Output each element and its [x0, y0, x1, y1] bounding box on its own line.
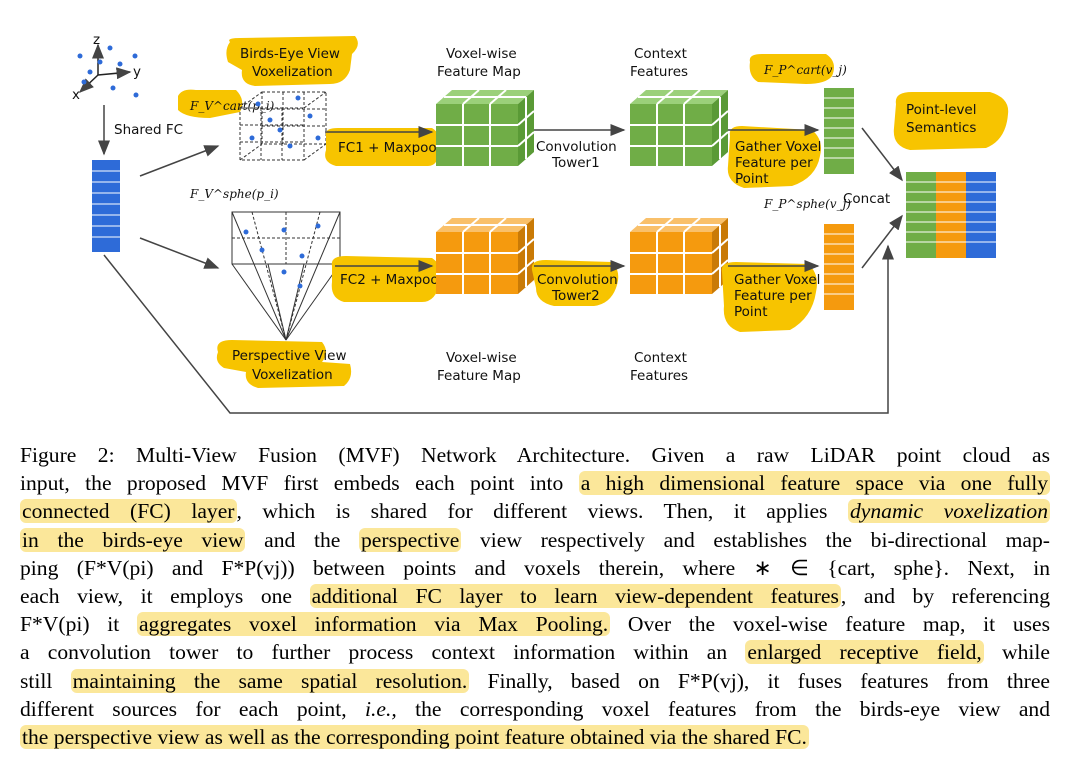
context-bottom-line2: Features	[630, 368, 688, 384]
caption-line-10: different sources for each point, i.e., …	[20, 696, 1050, 721]
shared-fc-label: Shared FC	[114, 122, 183, 138]
birds-eye-voxel-grid	[239, 91, 327, 161]
fv-cart-label: F_V^cart(p_i)	[189, 99, 275, 113]
fc2-label: FC2 + Maxpool	[340, 272, 442, 288]
perspective-frustum	[231, 211, 341, 341]
caption-line-5: ping (F*V(pi) and F*P(vj)) between point…	[20, 555, 1050, 580]
axis-y-label: y	[133, 64, 141, 80]
perspective-title-line1: Perspective View	[232, 348, 347, 364]
conv-tower1-line2: Tower1	[551, 155, 600, 171]
concat-label: Concat	[843, 191, 890, 207]
gathered-voxel-feature-bottom	[824, 224, 854, 310]
conv-tower2-line1: Convolution	[537, 272, 618, 288]
voxel-feature-map-top	[436, 89, 535, 166]
caption-line-1: Figure 2: Multi-View Fusion (MVF) Networ…	[20, 443, 1050, 467]
gather-bottom-line1: Gather Voxel	[734, 272, 820, 288]
gathered-voxel-feature-top	[824, 88, 854, 174]
conv-tower1-line1: Convolution	[536, 139, 617, 155]
caption-line-8: a convolution tower to further process c…	[20, 640, 1050, 665]
perspective-title-line2: Voxelization	[252, 367, 333, 383]
context-features-bottom	[630, 217, 729, 294]
context-top-line1: Context	[634, 46, 687, 62]
fv-sphe-label: F_V^sphe(p_i)	[189, 187, 279, 201]
voxel-map-top-line1: Voxel-wise	[446, 46, 517, 62]
context-bottom-line1: Context	[634, 350, 687, 366]
voxel-map-top-line2: Feature Map	[437, 64, 521, 80]
caption-line-6: each view, it employs one additional FC …	[20, 584, 1050, 609]
point-cloud: z y x	[72, 32, 141, 103]
gather-top-line1: Gather Voxel	[735, 139, 821, 155]
birds-eye-title-line1: Birds-Eye View	[240, 46, 340, 62]
voxel-map-bottom-line1: Voxel-wise	[446, 350, 517, 366]
point-embedding-stack	[92, 160, 120, 252]
context-top-line2: Features	[630, 64, 688, 80]
axis-x-label: x	[72, 87, 80, 103]
caption-line-2: input, the proposed MVF first embeds eac…	[20, 471, 1051, 496]
point-level-line2: Semantics	[906, 120, 976, 136]
gather-bottom-line3: Point	[734, 304, 768, 320]
fp-sphe-label: F_P^sphe(v_j)	[763, 197, 851, 211]
gather-bottom-line2: Feature per	[734, 288, 812, 304]
axis-z-label: z	[93, 32, 100, 48]
voxel-map-bottom-line2: Feature Map	[437, 368, 521, 384]
caption-line-9: still maintaining the same spatial resol…	[20, 668, 1051, 693]
conv-tower2-line2: Tower2	[551, 288, 600, 304]
caption-line-7: F*V(pi) it aggregates voxel information …	[20, 612, 1051, 637]
gather-top-line3: Point	[735, 171, 769, 187]
caption-line-3: connected (FC) layer, which is shared fo…	[20, 499, 1050, 524]
gather-top-line2: Feature per	[735, 155, 813, 171]
fused-point-features	[906, 172, 996, 258]
birds-eye-title-line2: Voxelization	[252, 64, 333, 80]
context-features-top	[630, 89, 729, 166]
caption-line-4: in the birds-eye view and the perspectiv…	[20, 527, 1050, 552]
architecture-diagram: z y x Shared FC Birds-Eye View Voxelizat…	[72, 32, 1009, 414]
fp-cart-label: F_P^cart(v_j)	[763, 63, 847, 77]
figure-caption: Figure 2: Multi-View Fusion (MVF) Networ…	[20, 441, 1051, 751]
fc1-label: FC1 + Maxpool	[338, 140, 440, 156]
voxel-feature-map-bottom	[436, 217, 535, 294]
point-level-line1: Point-level	[906, 102, 977, 118]
caption-line-11: the perspective view as well as the corr…	[20, 725, 809, 750]
